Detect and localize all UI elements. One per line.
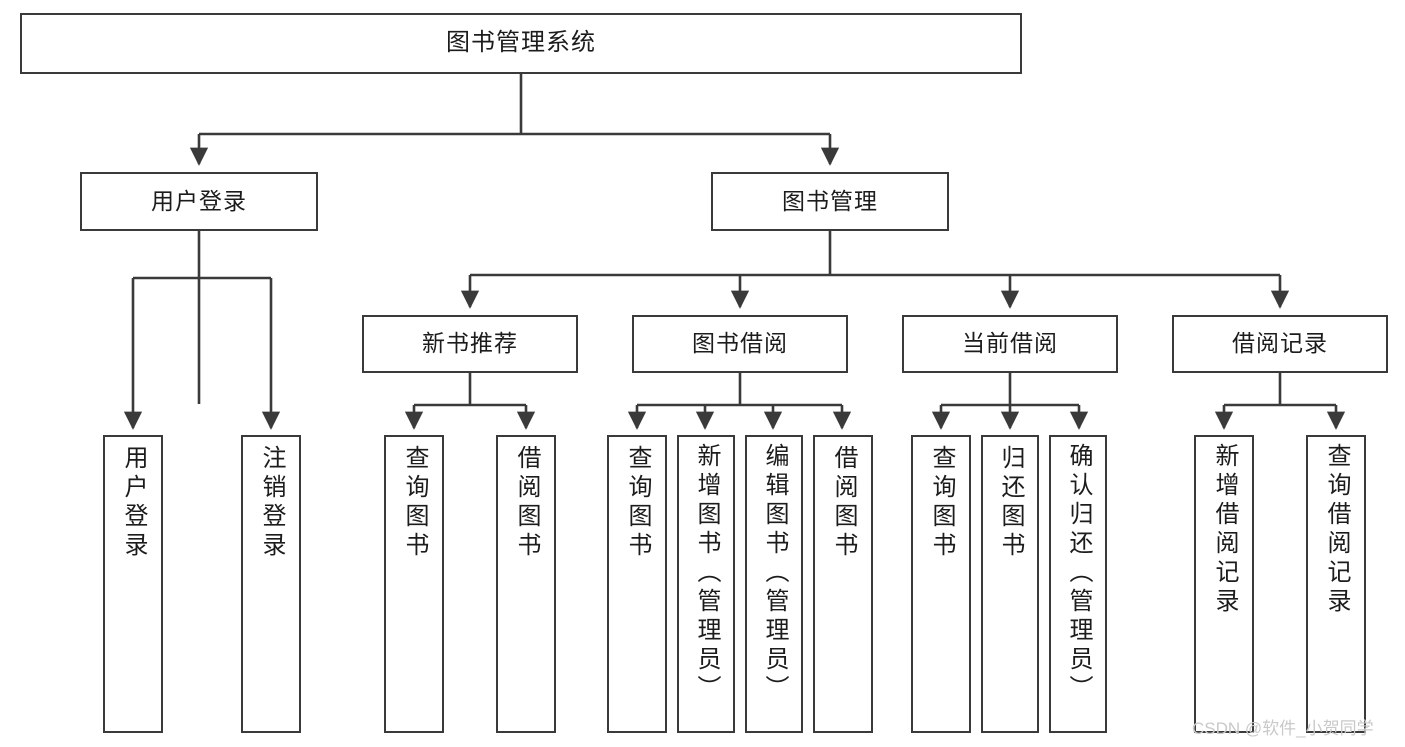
- node-label: 查询图书: [401, 445, 428, 561]
- node-leaf-add-book-admin[interactable]: 新增图书（管理员）: [677, 435, 735, 733]
- node-label: 注销登录: [258, 445, 285, 561]
- node-label: 图书借阅: [692, 330, 788, 357]
- node-user-login[interactable]: 用户登录: [80, 172, 318, 231]
- node-leaf-edit-book-admin[interactable]: 编辑图书（管理员）: [745, 435, 803, 733]
- node-leaf-confirm-return-admin[interactable]: 确认归还（管理员）: [1049, 435, 1107, 733]
- node-leaf-query-books-recommend[interactable]: 查询图书: [384, 435, 444, 733]
- node-label: 查询借阅记录: [1323, 443, 1350, 617]
- node-leaf-borrow-books-recommend[interactable]: 借阅图书: [496, 435, 556, 733]
- node-label: 用户登录: [120, 445, 147, 561]
- node-label: 用户登录: [151, 187, 247, 214]
- node-leaf-return-books[interactable]: 归还图书: [981, 435, 1039, 733]
- node-current-borrowing[interactable]: 当前借阅: [902, 315, 1118, 373]
- node-leaf-query-books-current[interactable]: 查询图书: [911, 435, 971, 733]
- node-root-book-management-system[interactable]: 图书管理系统: [20, 13, 1022, 74]
- node-label: 新增图书（管理员）: [693, 443, 720, 704]
- node-label: 新书推荐: [422, 330, 518, 357]
- node-leaf-query-books-borrow[interactable]: 查询图书: [607, 435, 667, 733]
- node-book-management[interactable]: 图书管理: [711, 172, 949, 231]
- node-label: 归还图书: [997, 445, 1024, 561]
- node-leaf-logout[interactable]: 注销登录: [241, 435, 301, 733]
- node-label: 借阅记录: [1232, 330, 1328, 357]
- node-label: 借阅图书: [513, 445, 540, 561]
- node-leaf-add-borrow-record[interactable]: 新增借阅记录: [1194, 435, 1254, 733]
- node-new-book-recommendation[interactable]: 新书推荐: [362, 315, 578, 373]
- node-label: 当前借阅: [962, 330, 1058, 357]
- node-book-borrowing[interactable]: 图书借阅: [632, 315, 848, 373]
- csdn-watermark: CSDN @软件_小贺同学: [1192, 719, 1374, 738]
- node-label: 确认归还（管理员）: [1065, 443, 1092, 704]
- node-label: 图书管理系统: [446, 29, 596, 57]
- node-leaf-user-login[interactable]: 用户登录: [103, 435, 163, 733]
- node-label: 编辑图书（管理员）: [761, 443, 788, 704]
- node-borrowing-records[interactable]: 借阅记录: [1172, 315, 1388, 373]
- node-label: 查询图书: [928, 445, 955, 561]
- node-label: 新增借阅记录: [1211, 443, 1238, 617]
- node-leaf-query-borrow-record[interactable]: 查询借阅记录: [1306, 435, 1366, 733]
- node-leaf-borrow-books[interactable]: 借阅图书: [813, 435, 873, 733]
- node-label: 图书管理: [782, 187, 878, 214]
- node-label: 查询图书: [624, 445, 651, 561]
- node-label: 借阅图书: [830, 445, 857, 561]
